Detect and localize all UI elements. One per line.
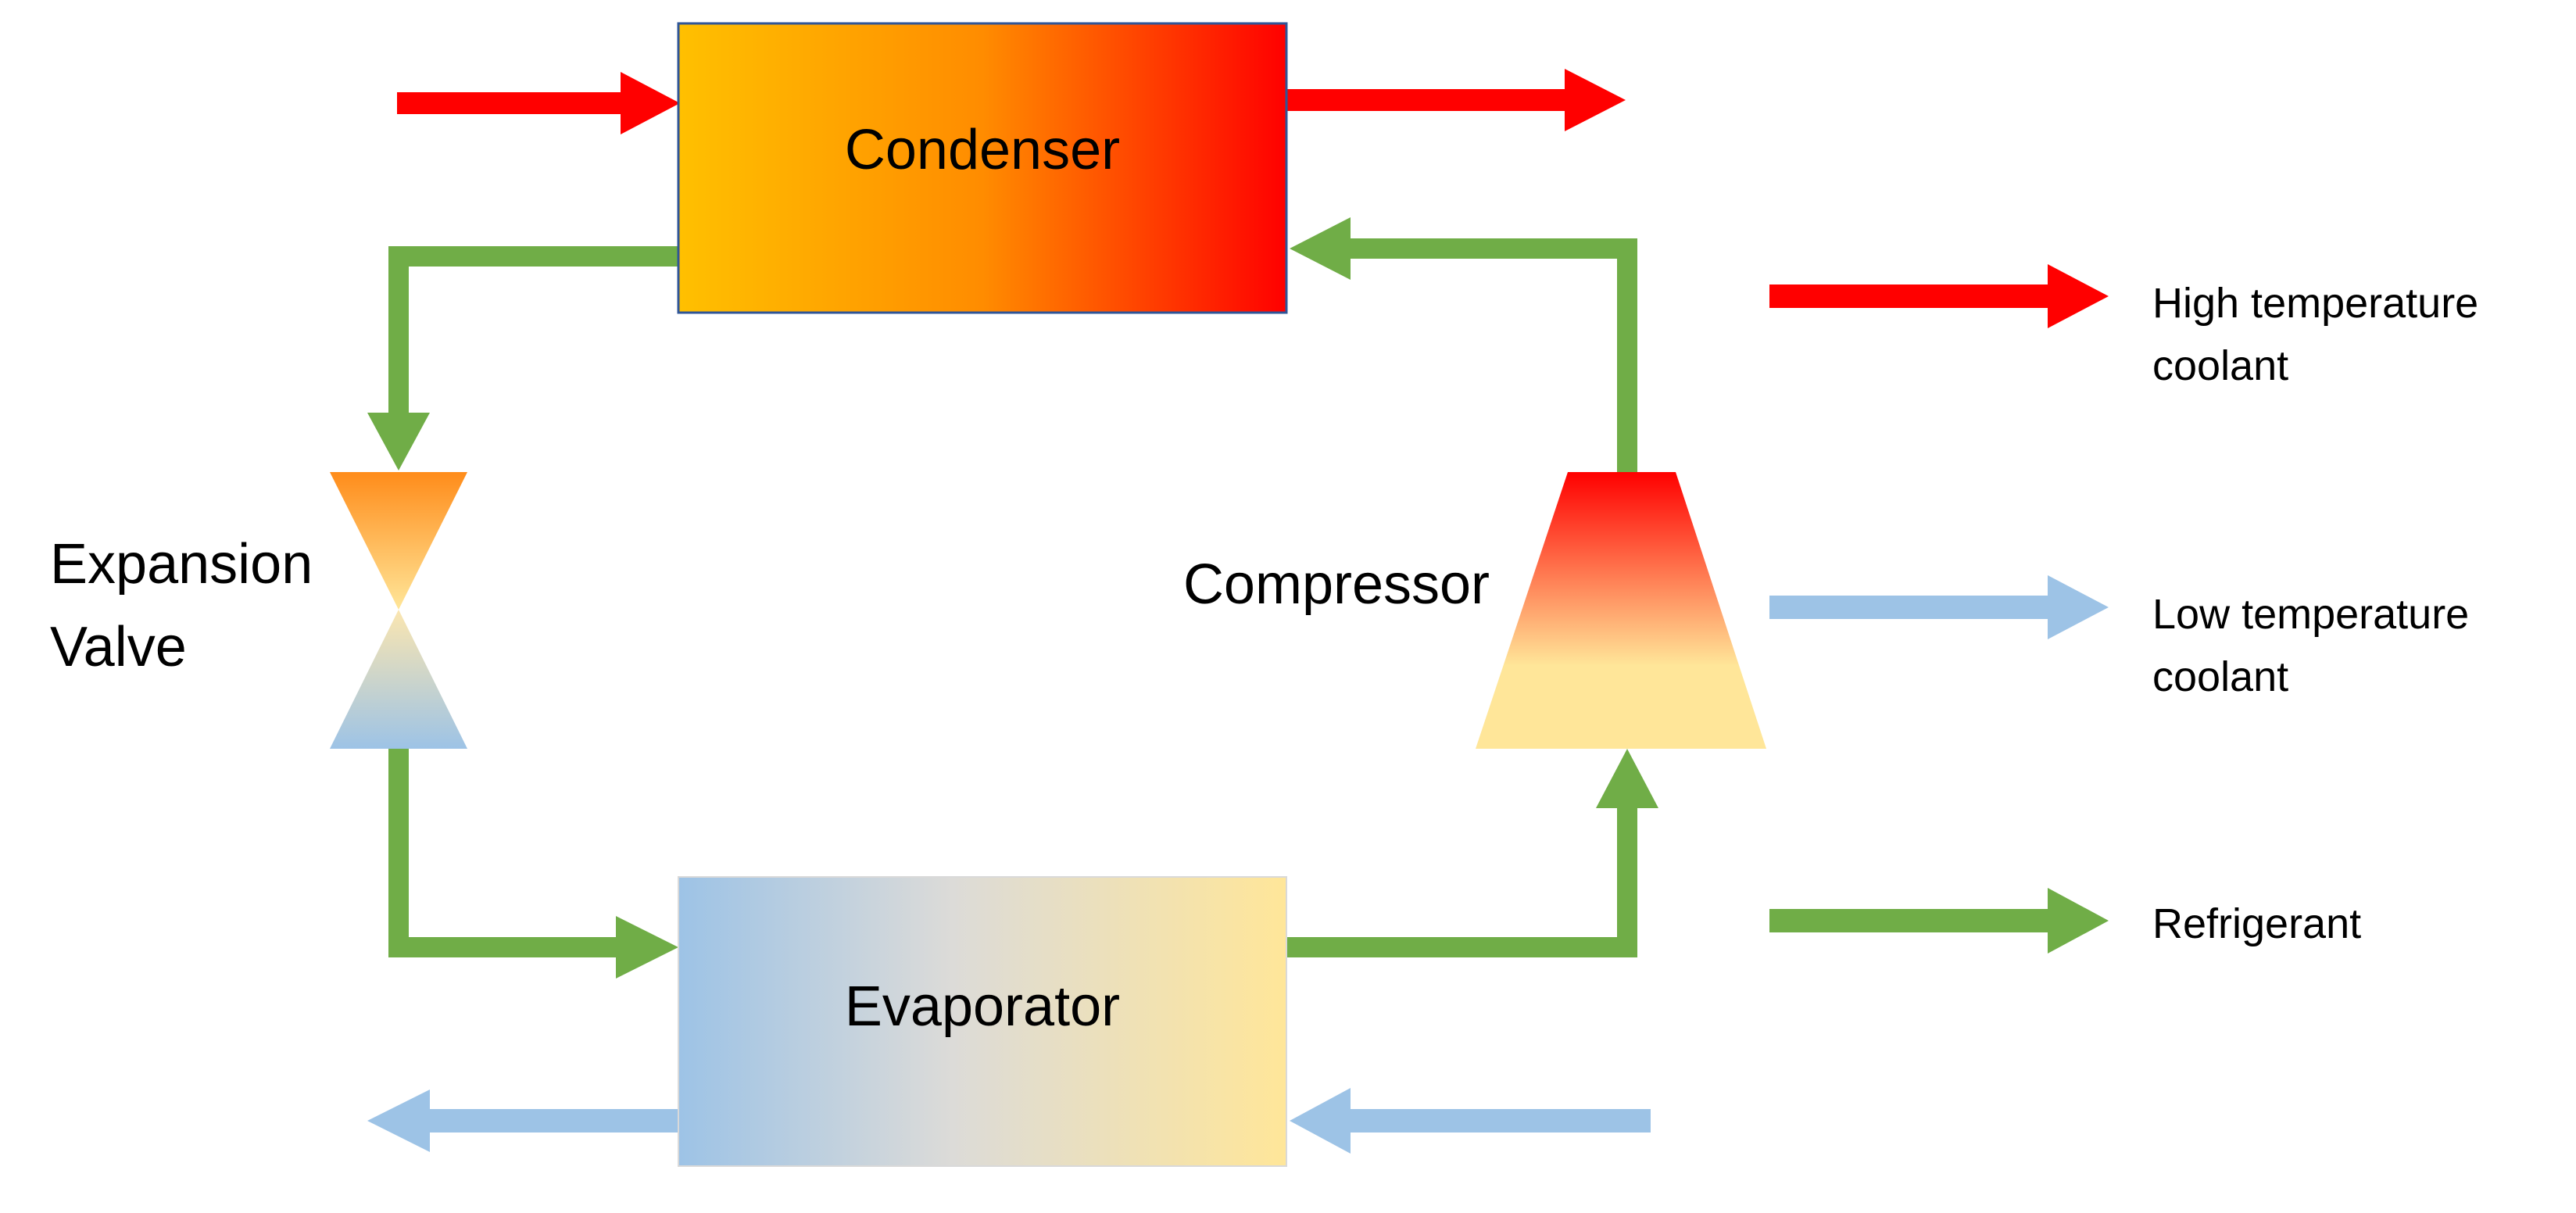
- legend-high-temp-label-line2: coolant: [2152, 342, 2288, 389]
- cold-coolant-out-arrow-icon: [367, 1090, 430, 1152]
- expansion-valve-label-line2: Valve: [50, 616, 187, 678]
- coolant-in-arrow-icon: [621, 72, 680, 134]
- refrigerant-arrow-right-icon: [616, 916, 678, 979]
- evaporator-box: [678, 876, 1287, 1167]
- expansion-valve-top-triangle: [330, 472, 467, 610]
- low-temp-coolant-flow: [367, 1088, 1651, 1154]
- legend-high-temp-label: High temperature coolant: [2152, 280, 2490, 389]
- legend: High temperature coolant Low temperature…: [1769, 264, 2490, 954]
- legend-low-temp-label-line2: coolant: [2152, 653, 2288, 700]
- high-temp-coolant-flow: [397, 69, 1626, 134]
- legend-item-low-temp: Low temperature coolant: [1769, 575, 2481, 700]
- refrigerant-flow: [367, 217, 1658, 979]
- cold-coolant-in-line: [1349, 1109, 1651, 1132]
- legend-low-temp-label-line1: Low temperature: [2152, 591, 2469, 638]
- refrigerant-line-condenser-to-valve: [388, 246, 678, 414]
- legend-high-temp-label-line1: High temperature: [2152, 280, 2478, 327]
- expansion-valve-bottom-triangle: [330, 610, 467, 749]
- legend-refrigerant-label: Refrigerant: [2152, 900, 2361, 947]
- cold-coolant-in-arrow-icon: [1290, 1088, 1351, 1154]
- refrigerant-line-valve-to-evaporator: [388, 749, 617, 957]
- compressor-shape: [1476, 472, 1766, 749]
- expansion-valve: Expansion Valve: [50, 472, 467, 749]
- coolant-out-line: [1286, 89, 1566, 111]
- coolant-out-arrow-icon: [1565, 69, 1626, 131]
- legend-item-refrigerant: Refrigerant: [1769, 888, 2361, 954]
- refrigerant-line-compressor-to-condenser: [1349, 238, 1637, 474]
- legend-low-temp-line: [1769, 596, 2049, 619]
- condenser-box: [677, 22, 1288, 314]
- cold-coolant-out-line: [428, 1109, 680, 1132]
- legend-low-temp-arrow-icon: [2048, 575, 2109, 639]
- compressor-label: Compressor: [1183, 553, 1490, 616]
- expansion-valve-label-line1: Expansion: [50, 533, 313, 596]
- legend-refrigerant-arrow-icon: [2048, 888, 2109, 954]
- coolant-in-line: [397, 92, 622, 114]
- compressor: Compressor: [1183, 472, 1766, 749]
- evaporator-label: Evaporator: [845, 975, 1120, 1038]
- refrigerant-arrow-up-icon: [1596, 749, 1658, 808]
- condenser-label: Condenser: [845, 119, 1120, 181]
- legend-low-temp-label: Low temperature coolant: [2152, 591, 2481, 700]
- legend-item-high-temp: High temperature coolant: [1769, 264, 2490, 389]
- expansion-valve-label: Expansion Valve: [50, 533, 328, 678]
- legend-high-temp-arrow-icon: [2048, 264, 2109, 328]
- refrigerant-line-evaporator-to-compressor: [1286, 807, 1637, 957]
- refrigerant-arrow-left-icon: [1290, 217, 1351, 280]
- legend-refrigerant-line: [1769, 909, 2049, 932]
- condenser: Condenser: [677, 22, 1288, 314]
- evaporator: Evaporator: [678, 876, 1287, 1167]
- refrigerant-arrow-down-icon: [367, 413, 430, 471]
- legend-high-temp-line: [1769, 284, 2049, 308]
